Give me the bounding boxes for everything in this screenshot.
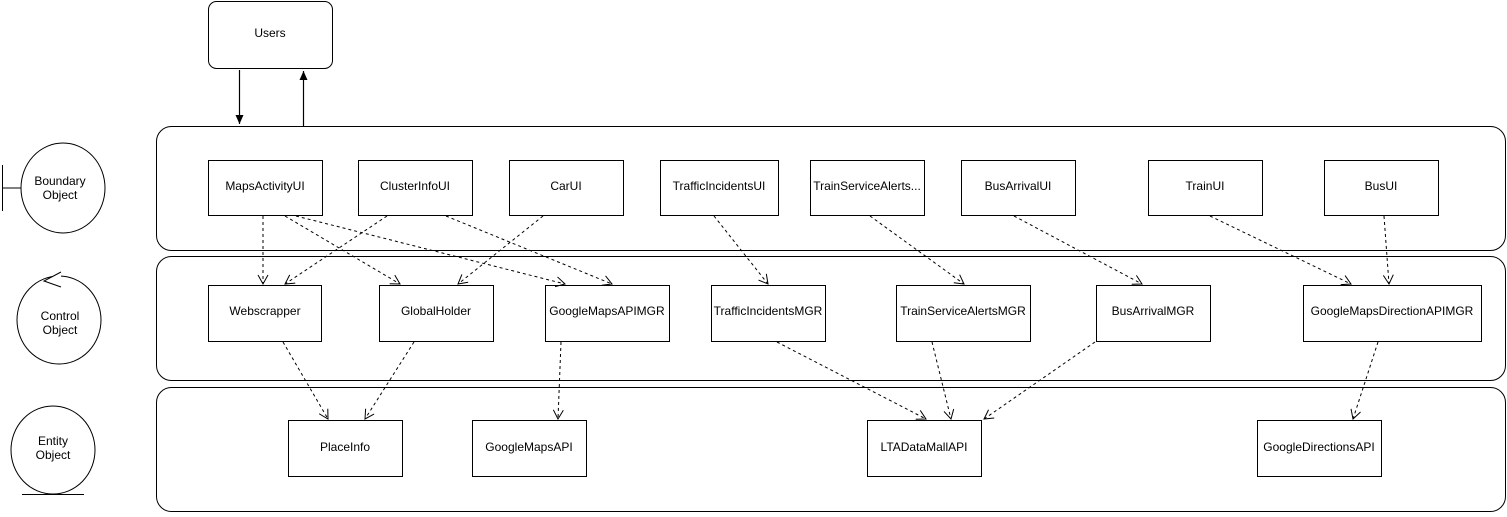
- node-label: TrainUI: [1186, 179, 1225, 193]
- users-node: Users: [208, 1, 333, 69]
- boundary-legend-line2: Object: [43, 188, 78, 202]
- boundary-legend-line1: Boundary: [34, 174, 85, 188]
- node-label: BusUI: [1365, 179, 1398, 193]
- entity-node-place-info: PlaceInfo: [288, 420, 403, 477]
- dep-arrow: [457, 215, 544, 285]
- dep-arrow: [552, 341, 564, 421]
- node-label: TrainServiceAlerts...: [813, 179, 921, 193]
- boundary-node-traffic-incidents-ui: TrafficIncidentsUI: [660, 160, 779, 216]
- entity-node-google-maps-api: GoogleMapsAPI: [472, 420, 587, 477]
- node-label: GoogleMapsDirectionAPIMGR: [1311, 304, 1474, 318]
- dep-arrow: [869, 215, 965, 285]
- node-label: TrainServiceAlertsMGR: [900, 304, 1026, 318]
- node-label: CarUI: [550, 179, 581, 193]
- dep-arrow: [284, 215, 401, 285]
- node-label: BusArrivalUI: [985, 179, 1052, 193]
- node-label: MapsActivityUI: [225, 179, 304, 193]
- dep-arrow: [1013, 215, 1143, 285]
- control-node-google-maps-api-mgr: GoogleMapsAPIMGR: [545, 285, 670, 342]
- entity-legend-line1: Entity: [38, 434, 68, 448]
- control-node-train-service-alerts-mgr: TrainServiceAlertsMGR: [896, 285, 1031, 342]
- dep-arrow: [295, 215, 566, 288]
- node-label: BusArrivalMGR: [1112, 304, 1195, 318]
- dep-arrow: [1382, 215, 1394, 286]
- boundary-node-train-service-alerts-ui: TrainServiceAlerts...: [810, 160, 925, 216]
- control-legend-line1: Control: [41, 309, 80, 323]
- boundary-node-train-ui: TrainUI: [1148, 160, 1263, 216]
- control-legend-line2: Object: [43, 323, 78, 337]
- dep-arrow: [776, 341, 927, 420]
- boundary-node-cluster-info-ui: ClusterInfoUI: [358, 160, 473, 216]
- users-label: Users: [254, 26, 285, 40]
- dep-arrow: [931, 341, 955, 420]
- dep-arrow: [284, 215, 388, 285]
- node-label: ClusterInfoUI: [380, 179, 450, 193]
- control-node-bus-arrival-mgr: BusArrivalMGR: [1096, 285, 1211, 342]
- entity-legend-line2: Object: [36, 448, 71, 462]
- dep-arrow: [713, 215, 769, 285]
- entity-node-google-directions-api: GoogleDirectionsAPI: [1257, 420, 1382, 477]
- boundary-node-maps-activity-ui: MapsActivityUI: [208, 160, 323, 216]
- node-label: GlobalHolder: [401, 304, 471, 318]
- dep-arrow: [282, 341, 329, 420]
- node-label: GoogleDirectionsAPI: [1263, 440, 1374, 454]
- dep-arrow: [1350, 341, 1379, 420]
- node-label: PlaceInfo: [320, 440, 370, 454]
- control-object-symbol: Control Object: [16, 271, 102, 365]
- entity-node-lta-datamall-api: LTADataMallAPI: [867, 420, 982, 477]
- node-label: TrafficIncidentsUI: [673, 179, 766, 193]
- control-node-traffic-incidents-mgr: TrafficIncidentsMGR: [711, 285, 826, 342]
- node-label: TrafficIncidentsMGR: [714, 304, 823, 318]
- boundary-node-bus-arrival-ui: BusArrivalUI: [961, 160, 1076, 216]
- entity-object-symbol: Entity Object: [10, 405, 96, 495]
- dep-arrow: [983, 341, 1096, 420]
- node-label: Webscrapper: [229, 304, 300, 318]
- control-node-global-holder: GlobalHolder: [379, 285, 494, 342]
- dependency-arrows: [257, 215, 1394, 421]
- boundary-object-symbol: Boundary Object: [2, 142, 106, 234]
- boundary-node-bus-ui: BusUI: [1324, 160, 1439, 216]
- dep-arrow: [1209, 215, 1352, 286]
- node-label: GoogleMapsAPIMGR: [549, 304, 665, 318]
- boundary-node-car-ui: CarUI: [509, 160, 624, 216]
- control-node-webscrapper: Webscrapper: [208, 285, 322, 342]
- node-label: LTADataMallAPI: [881, 440, 968, 454]
- node-label: GoogleMapsAPI: [485, 440, 572, 454]
- control-node-google-maps-direction-api-mgr: GoogleMapsDirectionAPIMGR: [1303, 285, 1482, 342]
